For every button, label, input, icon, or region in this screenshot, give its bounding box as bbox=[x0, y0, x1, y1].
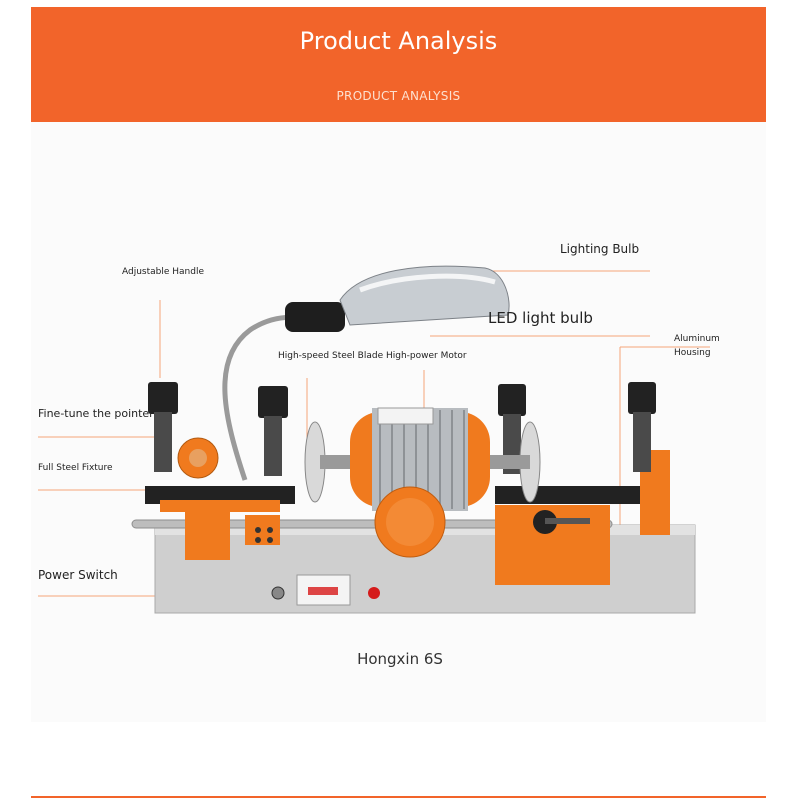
callout-led-bulb: LED light bulb bbox=[488, 309, 593, 327]
callout-lighting-bulb: Lighting Bulb bbox=[560, 242, 640, 256]
callout-power-switch: Power Switch bbox=[38, 568, 118, 582]
page-title: Product Analysis bbox=[299, 27, 498, 55]
left-jaw-platform bbox=[145, 486, 295, 504]
callout-steel-fixture: Full Steel Fixture bbox=[38, 463, 113, 473]
gooseneck-arm bbox=[222, 314, 301, 481]
callout-motor: High-speed Steel Blade High-power Motor bbox=[278, 351, 467, 361]
left-clamp-block bbox=[245, 515, 280, 545]
motor bbox=[350, 407, 490, 511]
left-slider-block bbox=[185, 505, 230, 560]
product-label-plate bbox=[296, 574, 351, 606]
bottom-divider bbox=[31, 796, 766, 798]
callout-aluminum-2: Housing bbox=[674, 348, 711, 358]
product-model-caption: Hongxin 6S bbox=[357, 650, 443, 668]
right-jaw-platform bbox=[495, 486, 655, 504]
callout-fine-tune: Fine-tune the pointer bbox=[38, 407, 154, 420]
power-switch-icon bbox=[271, 586, 285, 600]
lamp-joint bbox=[285, 302, 345, 332]
indicator-light-icon bbox=[368, 587, 380, 599]
header-banner: Product Analysis PRODUCT ANALYSIS bbox=[31, 7, 766, 122]
callout-aluminum-1: Aluminum bbox=[674, 334, 720, 344]
page-subtitle: PRODUCT ANALYSIS bbox=[336, 89, 461, 103]
callout-adjustable-handle: Adjustable Handle bbox=[122, 267, 204, 277]
